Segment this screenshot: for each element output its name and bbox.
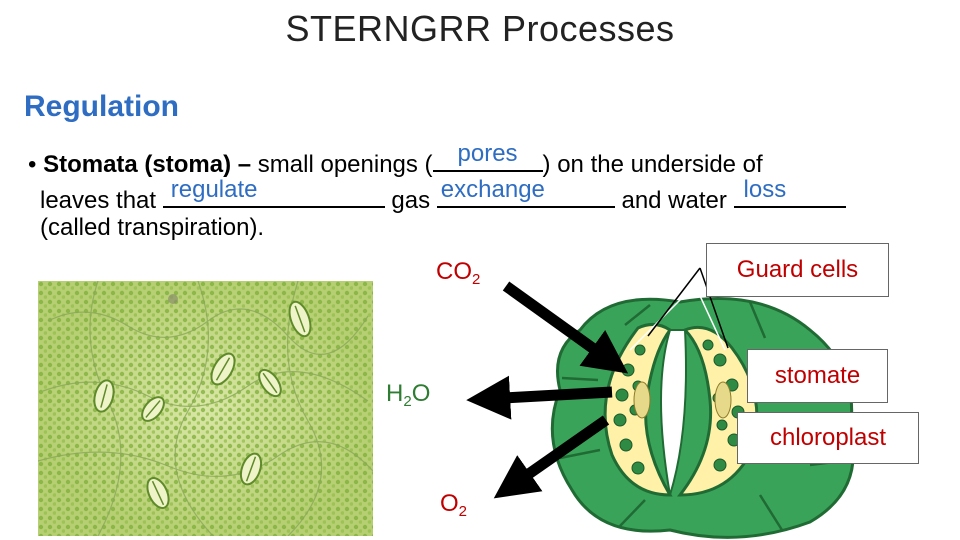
co2-label: CO2 bbox=[436, 258, 481, 288]
o2-label: O2 bbox=[440, 490, 468, 520]
paragraph-line-1: • Stomata (stoma) – small openings ( pore… bbox=[28, 140, 763, 179]
text-and-water: and water bbox=[621, 187, 727, 214]
h2o-label: H2O bbox=[386, 380, 431, 410]
blank-regulate: regulate bbox=[162, 176, 385, 208]
answer-pores: pores bbox=[457, 140, 518, 167]
co2-inward-arrow bbox=[502, 281, 629, 374]
page-title: STERNGRR Processes bbox=[285, 8, 675, 49]
h2o-outward-arrow bbox=[466, 375, 613, 420]
text-gas: gas bbox=[391, 187, 431, 214]
stomate-label: stomate bbox=[747, 349, 888, 403]
blank-pores: pores bbox=[432, 140, 543, 172]
answer-regulate: regulate bbox=[170, 176, 258, 203]
answer-exchange: exchange bbox=[440, 176, 545, 203]
chloroplast-label: chloroplast bbox=[737, 412, 919, 464]
blank-loss: loss bbox=[733, 176, 846, 208]
paragraph-line-2: leaves that regulate gas exchange and wa… bbox=[40, 176, 846, 215]
blank-exchange: exchange bbox=[436, 176, 615, 208]
section-heading: Regulation bbox=[24, 90, 179, 123]
leaf-micrograph-image bbox=[38, 281, 373, 536]
answer-loss: loss bbox=[743, 176, 787, 203]
o2-outward-arrow bbox=[493, 415, 610, 499]
paragraph-line-3: (called transpiration). bbox=[40, 214, 264, 242]
text-small-openings: small openings ( bbox=[257, 151, 433, 178]
text-leaves-that: leaves that bbox=[40, 187, 157, 214]
term-stomata: Stomata (stoma) – bbox=[43, 151, 252, 178]
text-underside: ) on the underside of bbox=[542, 151, 763, 178]
bullet: • bbox=[28, 151, 37, 178]
guard-cells-label: Guard cells bbox=[706, 243, 889, 297]
text-transpiration: (called transpiration). bbox=[40, 214, 265, 241]
guard-cells-pointer-1 bbox=[647, 267, 701, 337]
guard-cells-pointer-2 bbox=[699, 267, 729, 349]
